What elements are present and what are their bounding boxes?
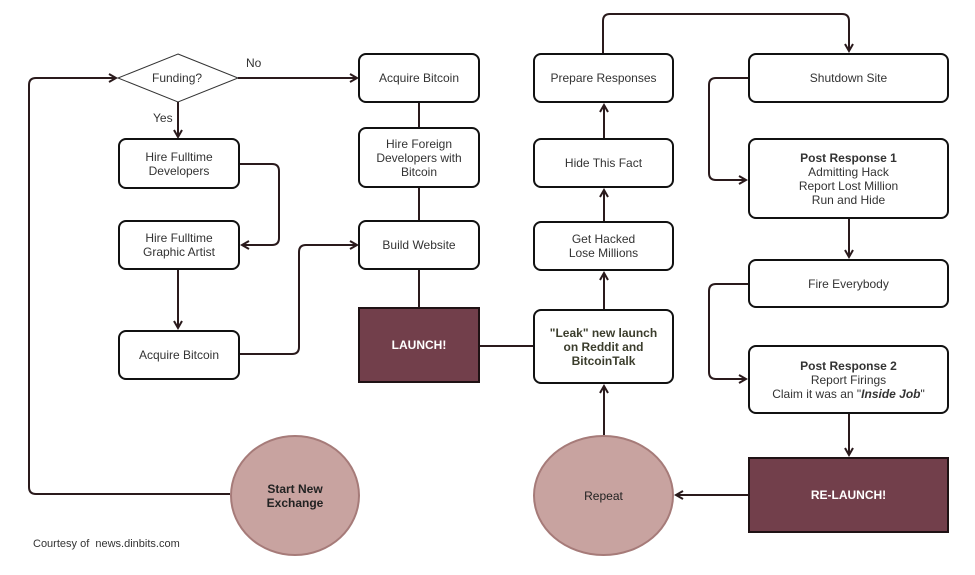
build-website-label: Build Website — [382, 238, 456, 252]
start-to-funding — [28, 78, 230, 495]
decision-label: Funding? — [152, 71, 203, 85]
acquire-to-build — [240, 245, 357, 355]
post-response-2-prefix: Claim it was an " — [772, 386, 862, 401]
hire-foreign-line3: Bitcoin — [400, 164, 438, 179]
yes-label: Yes — [153, 111, 173, 125]
fire-everybody-box[interactable]: Fire Everybody — [748, 259, 949, 308]
prepare-responses-label: Prepare Responses — [550, 71, 657, 85]
leak-line1: "Leak" new launch — [549, 325, 658, 340]
hire-developers-line2: Developers — [148, 163, 210, 178]
fire-to-post2 — [708, 283, 748, 379]
hire-artist-line2: Graphic Artist — [142, 245, 216, 259]
credit-text: Courtesy of news.dinbits.com — [33, 538, 180, 550]
post-response-2-box[interactable]: Post Response 2 Report Firings Claim it … — [748, 345, 949, 414]
prepare-to-shutdown — [602, 13, 849, 53]
post-response-2-line2: Claim it was an "Inside Job" — [772, 387, 925, 401]
get-hacked-line2: Lose Millions — [568, 246, 639, 260]
hire-foreign-line1: Hire Foreign — [385, 136, 453, 151]
hide-fact-box[interactable]: Hide This Fact — [533, 138, 674, 188]
repeat-ellipse[interactable]: Repeat — [533, 435, 674, 556]
hire-foreign-line2: Developers with — [376, 150, 462, 165]
acquire-bitcoin-left-label: Acquire Bitcoin — [138, 348, 220, 362]
shutdown-site-box[interactable]: Shutdown Site — [748, 53, 949, 103]
post-response-2-line1: Report Firings — [810, 372, 887, 387]
relaunch-box[interactable]: RE-LAUNCH! — [748, 457, 949, 533]
inside-job-emphasis: Inside Job — [861, 386, 921, 401]
leak-line2: on Reddit and — [563, 339, 644, 354]
post-response-1-box[interactable]: Post Response 1 Admitting Hack Report Lo… — [748, 138, 949, 219]
get-hacked-line1: Get Hacked — [571, 232, 636, 246]
launch-box[interactable]: LAUNCH! — [358, 307, 480, 383]
post-response-1-line1: Admitting Hack — [808, 164, 889, 179]
repeat-label: Repeat — [584, 488, 623, 503]
fire-everybody-label: Fire Everybody — [808, 276, 889, 291]
prepare-responses-box[interactable]: Prepare Responses — [533, 53, 674, 103]
acquire-bitcoin-middle-box[interactable]: Acquire Bitcoin — [358, 53, 480, 103]
hire-artist-line1: Hire Fulltime — [145, 231, 213, 245]
launch-label: LAUNCH! — [391, 338, 447, 352]
start-line2: Exchange — [266, 495, 324, 510]
acquire-bitcoin-middle-label: Acquire Bitcoin — [378, 71, 460, 85]
post-response-1-line3: Run and Hide — [811, 192, 886, 207]
post-response-1-line2: Report Lost Million — [798, 178, 899, 193]
post-response-2-title: Post Response 2 — [800, 358, 897, 373]
acquire-bitcoin-left-box[interactable]: Acquire Bitcoin — [118, 330, 240, 380]
relaunch-label: RE-LAUNCH! — [810, 488, 887, 502]
shutdown-site-label: Shutdown Site — [809, 71, 888, 85]
hire-developers-line1: Hire Fulltime — [145, 149, 213, 164]
post-response-1-title: Post Response 1 — [800, 150, 897, 165]
start-line1: Start New — [267, 481, 323, 496]
shutdown-to-post1 — [708, 77, 748, 180]
post-response-2-suffix: " — [920, 386, 925, 401]
leak-line3: BitcoinTalk — [571, 353, 636, 368]
hide-fact-label: Hide This Fact — [564, 156, 643, 170]
devs-to-artist — [240, 163, 280, 245]
no-label: No — [246, 56, 262, 70]
build-website-box[interactable]: Build Website — [358, 220, 480, 270]
